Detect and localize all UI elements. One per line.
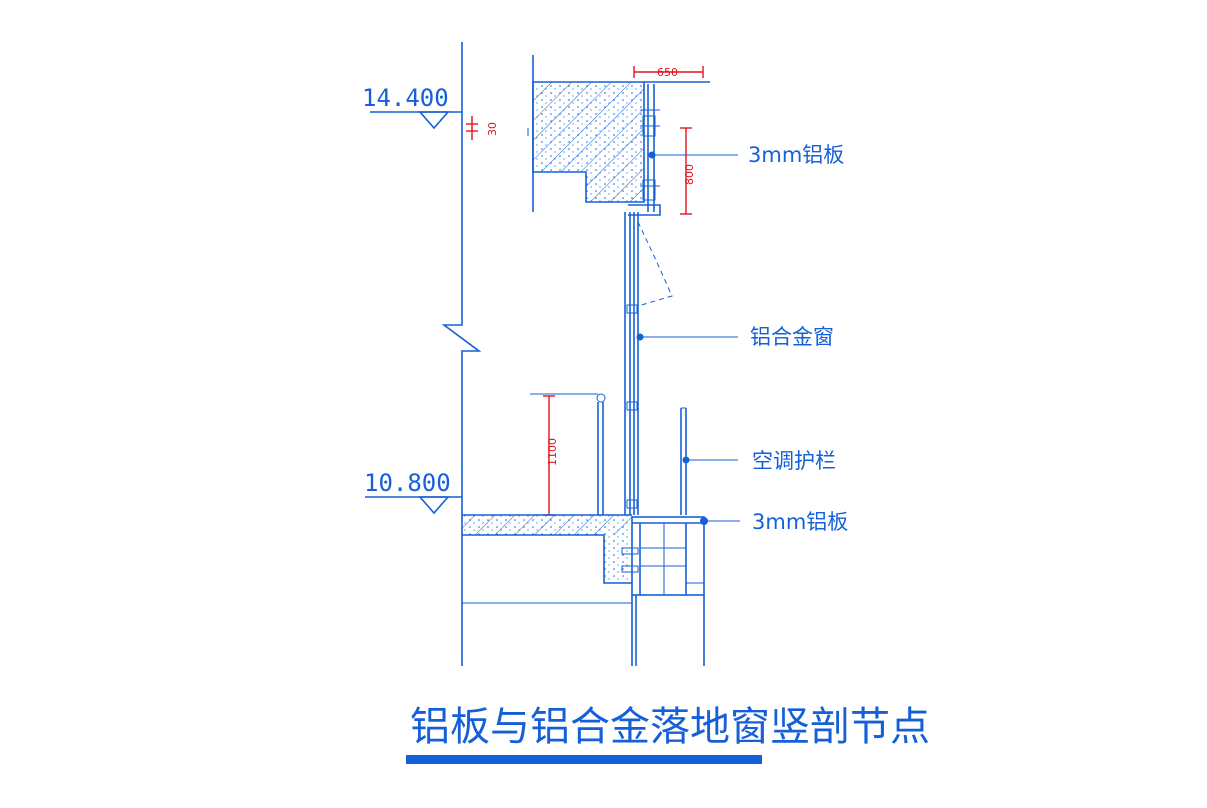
dimension-800: 800 — [680, 127, 696, 215]
ac-railing: 空调护栏 — [680, 407, 836, 515]
dim-800-text: 800 — [683, 164, 696, 185]
lower-aluminum-panel — [621, 516, 705, 666]
dim-1100-text: 1100 — [546, 438, 559, 466]
drawing-title-text: 铝板与铝合金落地窗竖剖节点 — [410, 704, 930, 750]
upper-concrete-beam — [527, 55, 710, 212]
level-lower-text: 10.800 — [364, 469, 451, 497]
title-underline — [406, 755, 762, 764]
label-alum-panel-top: 3mm铝板 — [648, 143, 844, 167]
label-ac-railing-text: 空调护栏 — [752, 449, 836, 473]
drawing-title: 铝板与铝合金落地窗竖剖节点 — [406, 704, 930, 764]
label-alum-window-text: 铝合金窗 — [750, 325, 834, 349]
dimension-30: 30 — [466, 116, 499, 140]
level-mark-upper: 14.400 — [362, 84, 462, 130]
dim-30-text: 30 — [486, 122, 499, 136]
label-alum-panel-bottom: 3mm铝板 — [700, 510, 848, 534]
dimension-650: 650 — [633, 66, 704, 79]
upper-aluminum-panel — [628, 84, 661, 216]
level-mark-lower: 10.800 — [364, 469, 462, 515]
aluminum-window — [624, 212, 673, 515]
interior-railing — [530, 393, 606, 515]
label-alum-panel-top-text: 3mm铝板 — [748, 143, 844, 167]
level-upper-text: 14.400 — [362, 84, 449, 112]
label-alum-panel-bottom-text: 3mm铝板 — [752, 510, 848, 534]
dim-650-text: 650 — [657, 66, 678, 79]
label-alum-window: 铝合金窗 — [636, 325, 834, 349]
dimension-1100: 1100 — [543, 395, 559, 516]
left-wall-line — [441, 42, 482, 666]
floor-slab — [462, 514, 632, 604]
